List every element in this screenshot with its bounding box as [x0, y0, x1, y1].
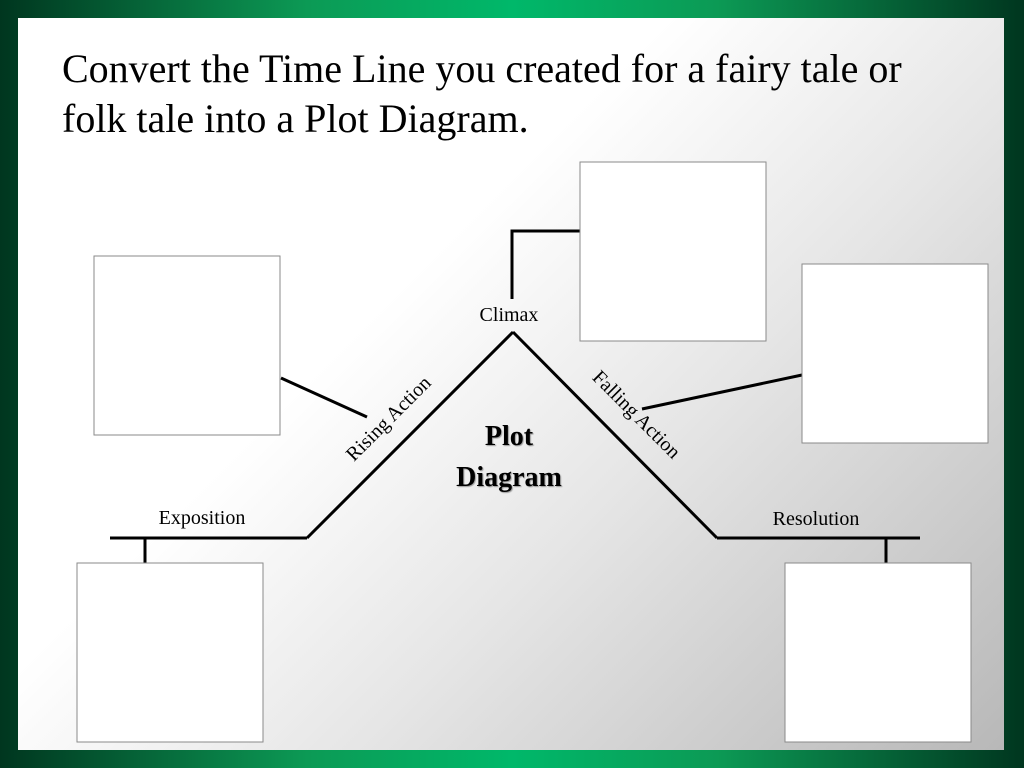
slide-title: Convert the Time Line you created for a …: [62, 46, 902, 141]
rising-action-box[interactable]: [93, 255, 281, 436]
rising-action-connector: [280, 376, 368, 419]
center-label-line1: Plot: [485, 421, 534, 452]
climax-label: Climax: [480, 304, 539, 326]
center-label-line2: Diagram: [456, 462, 562, 493]
slide: Convert the Time Line you created for a …: [18, 18, 1004, 750]
rising-action-label: Rising Action: [342, 372, 436, 466]
falling-action-label: Falling Action: [588, 366, 685, 463]
exposition-label: Exposition: [159, 507, 246, 529]
plot-diagram: Climax Exposition Resolution Rising Acti…: [76, 161, 989, 743]
climax-connector: [510, 229, 580, 299]
falling-action-line: [511, 330, 719, 540]
falling-action-box[interactable]: [801, 263, 989, 444]
climax-box[interactable]: [579, 161, 767, 342]
exposition-box[interactable]: [76, 562, 264, 743]
falling-action-connector: [641, 373, 803, 411]
resolution-label: Resolution: [773, 508, 860, 530]
rising-action-line: [305, 330, 515, 540]
resolution-box[interactable]: [784, 562, 972, 743]
